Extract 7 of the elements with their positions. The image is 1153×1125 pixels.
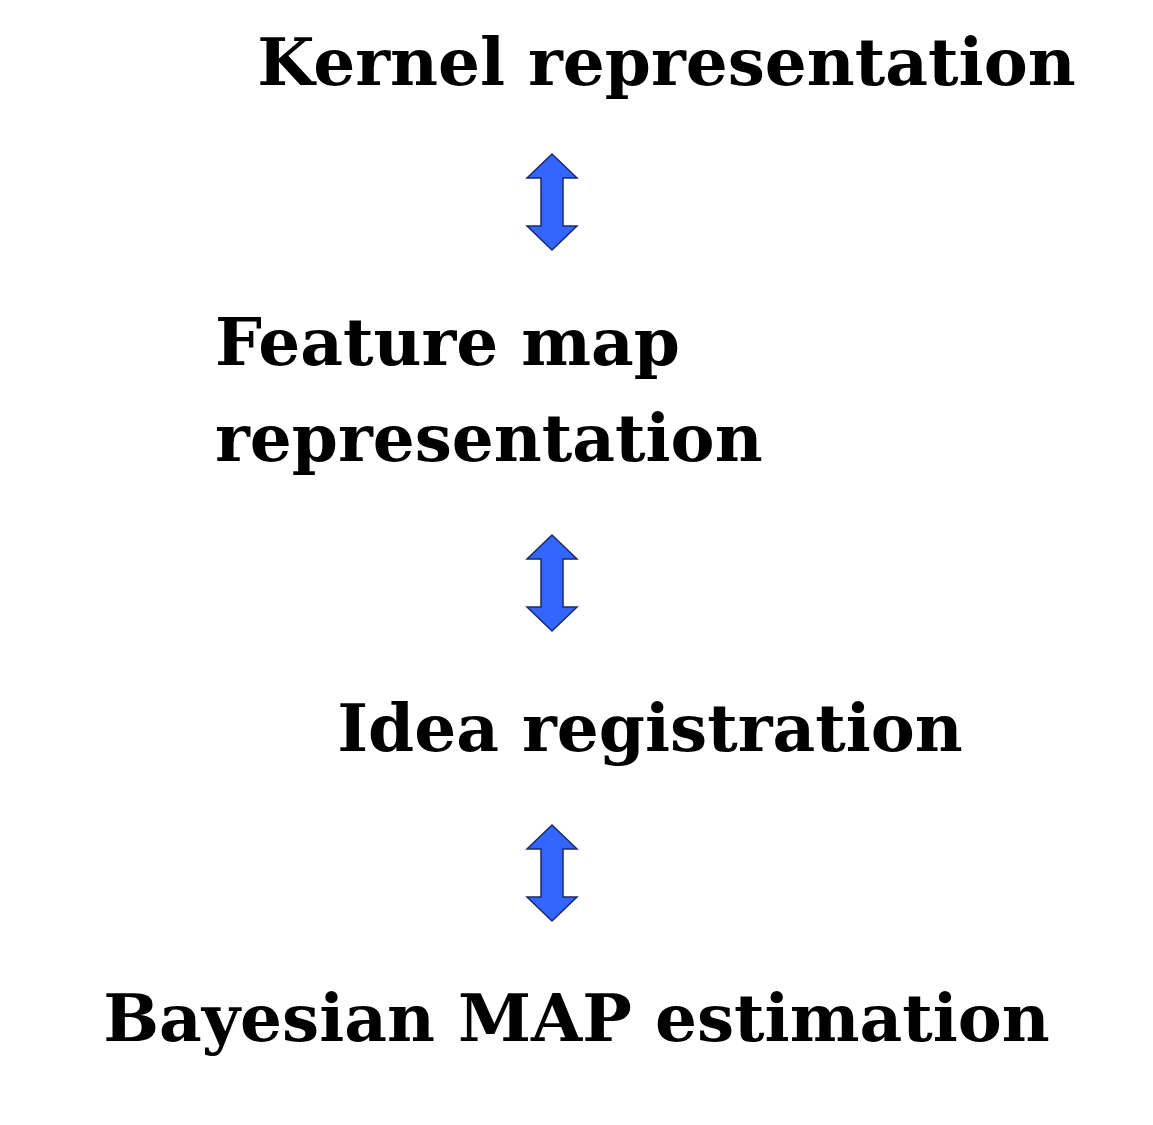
node-label: Idea registration	[337, 688, 963, 769]
node-label: Bayesian MAP estimation	[103, 978, 1050, 1059]
double-arrow	[525, 533, 579, 633]
node-label: Kernel representation	[257, 22, 1076, 103]
double-arrow	[525, 152, 579, 252]
node-label: Feature map representation	[215, 302, 764, 479]
double-arrow	[525, 823, 579, 923]
